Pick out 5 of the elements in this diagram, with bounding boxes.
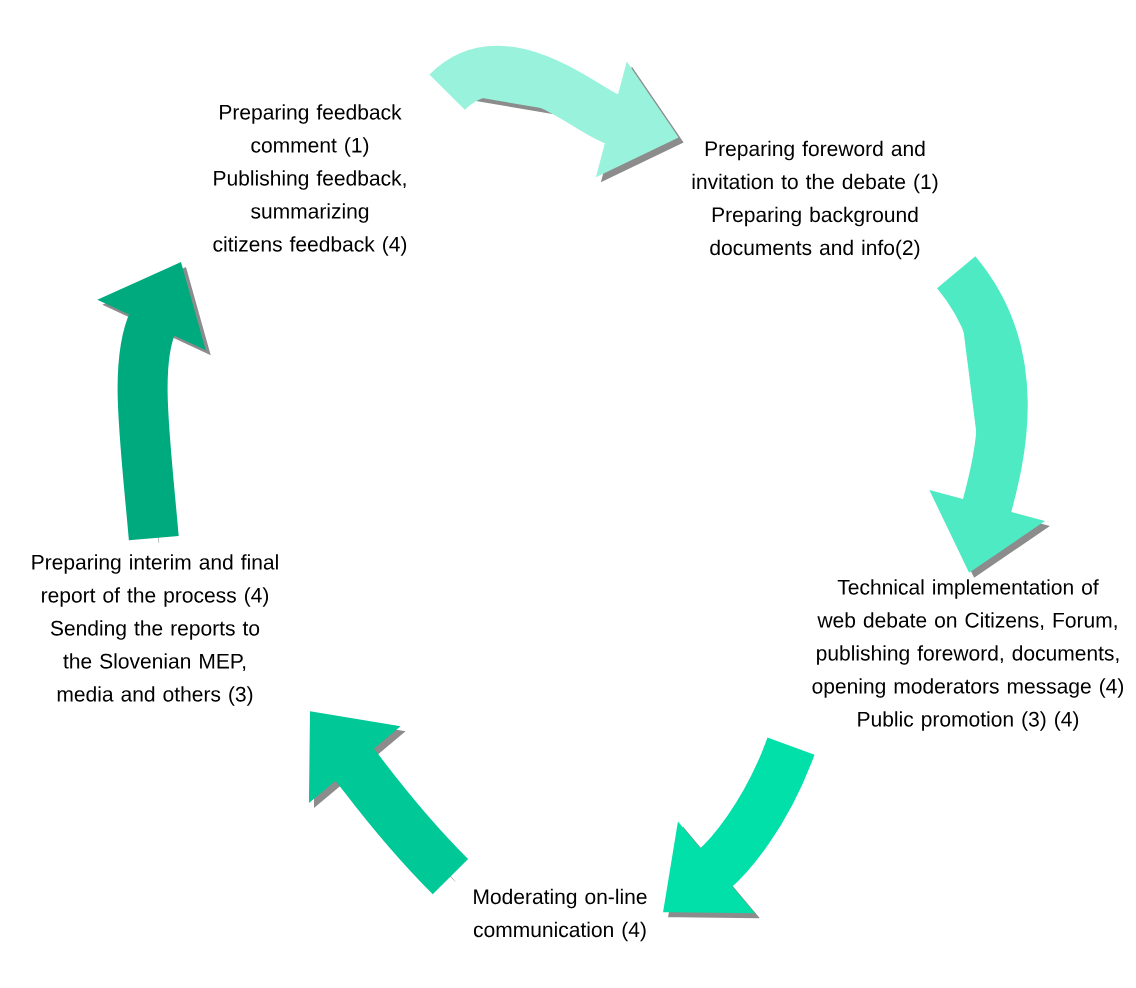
step-text: Preparing feedback comment (1) Publishing feedback, summarizing citizens feedback (4) [213,104,407,256]
step-text: Moderating on-line communication (4) [473,888,647,942]
step-text: Preparing foreword and invitation to the debate (1) Preparing background documents and info(2) [692,140,938,260]
step-text: Technical implementation of web debate on Citizens, Forum, publishing foreword, documents, opening moderators message (4) Public promotion (3) (4) [812,579,1124,731]
step-text: Preparing interim and final report of the process (4) Sending the reports to the Slovenian MEP, media and others (3) [32,554,278,706]
